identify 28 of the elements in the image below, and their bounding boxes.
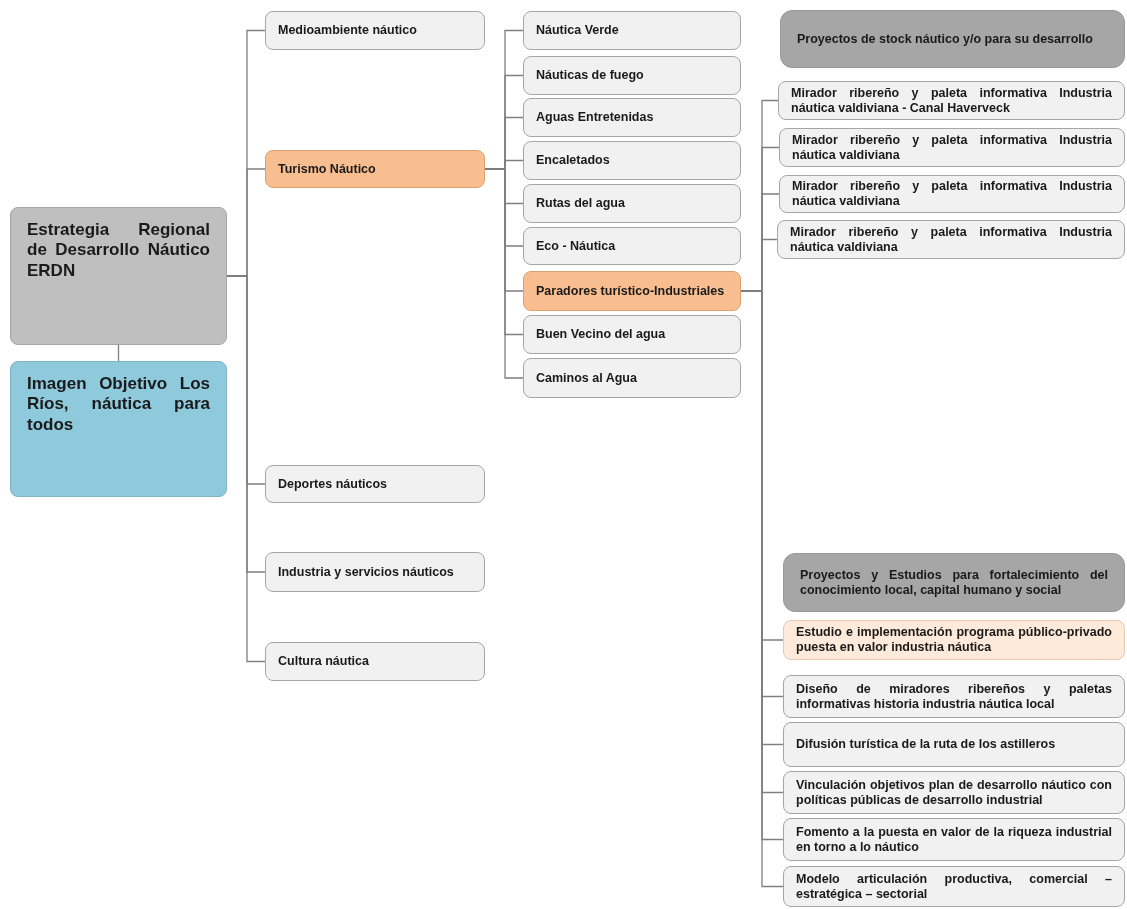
category-box: Rutas del agua [523, 184, 741, 223]
category-box: Náuticas de fuego [523, 56, 741, 95]
category-box: Mirador ribereño y paleta informativa Industria náutica valdiviana [779, 175, 1125, 213]
category-box: Industria y servicios náuticos [265, 552, 485, 592]
section-header-box: Proyectos de stock náutico y/o para su desarrollo [780, 10, 1125, 68]
strategy-box: Estrategia Regional de Desarrollo Náutico ERDN [10, 207, 227, 345]
highlighted-box: Estudio e implementación programa público-privado puesta en valor industria náutica [783, 620, 1125, 660]
category-box: Fomento a la puesta en valor de la riqueza industrial en torno a lo náutico [783, 818, 1125, 861]
category-box: Aguas Entretenidas [523, 98, 741, 137]
category-box: Deportes náuticos [265, 465, 485, 503]
category-box: Buen Vecino del agua [523, 315, 741, 354]
category-box: Modelo articulación productiva, comercial – estratégica – sectorial [783, 866, 1125, 907]
section-header-box: Proyectos y Estudios para fortalecimiento del conocimiento local, capital humano y social [783, 553, 1125, 612]
category-box: Náutica Verde [523, 11, 741, 50]
category-box: Mirador ribereño y paleta informativa Industria náutica valdiviana [777, 220, 1125, 259]
category-box: Cultura náutica [265, 642, 485, 681]
vision-box: Imagen Objetivo Los Ríos, náutica para todos [10, 361, 227, 497]
category-box: Medioambiente náutico [265, 11, 485, 50]
category-box: Encaletados [523, 141, 741, 180]
category-box: Eco - Náutica [523, 227, 741, 265]
category-box: Caminos al Agua [523, 358, 741, 398]
highlighted-box: Turismo Náutico [265, 150, 485, 188]
category-box: Difusión turística de la ruta de los astilleros [783, 722, 1125, 767]
category-box: Mirador ribereño y paleta informativa Industria náutica valdiviana - Canal Haverveck [778, 81, 1125, 120]
category-box: Diseño de miradores ribereños y paletas informativas historia industria náutica local [783, 675, 1125, 718]
highlighted-box: Paradores turístico-Industriales [523, 271, 741, 311]
category-box: Mirador ribereño y paleta informativa Industria náutica valdiviana [779, 128, 1125, 167]
category-box: Vinculación objetivos plan de desarrollo náutico con políticas públicas de desarrollo industrial [783, 771, 1125, 814]
